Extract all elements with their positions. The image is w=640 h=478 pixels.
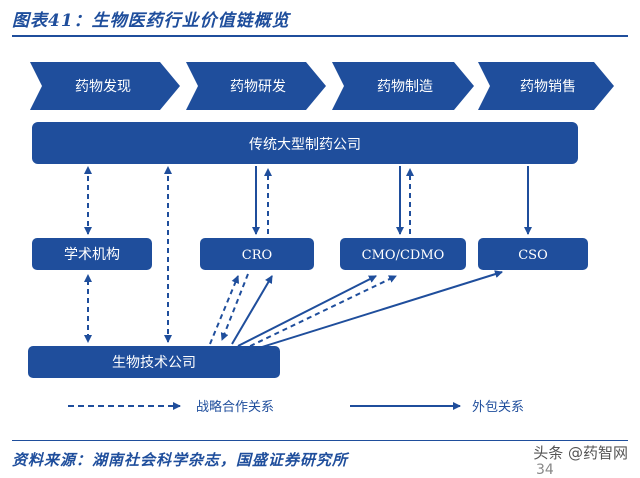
node-big-pharma-label: 传统大型制药公司	[249, 137, 361, 153]
edge-academia-biotech	[84, 274, 92, 343]
node-cro: CRO	[200, 238, 314, 270]
page-number: 34	[536, 462, 554, 478]
node-cmo-label: CMO/CDMO	[362, 248, 445, 263]
edge-pharma-academia	[84, 166, 92, 235]
legend-strategic-label: 战略合作关系	[196, 399, 274, 415]
stage-label-discovery: 药物发现	[75, 79, 131, 95]
edge-pharma-cmo	[396, 166, 414, 235]
stage-chevron-development: 药物研发	[186, 62, 326, 110]
stage-chevron-sales: 药物销售	[478, 62, 614, 110]
legend: 战略合作关系 外包关系	[68, 399, 524, 415]
edge-pharma-biotech	[164, 166, 172, 343]
node-cro-label: CRO	[242, 248, 272, 263]
node-cmo: CMO/CDMO	[340, 238, 466, 270]
stage-label-development: 药物研发	[230, 79, 286, 95]
stage-label-manufacturing: 药物制造	[377, 79, 433, 95]
stage-label-sales: 药物销售	[520, 79, 576, 95]
node-cso: CSO	[478, 238, 588, 270]
source-note: 资料来源：湖南社会科学杂志，国盛证券研究所	[12, 451, 349, 469]
stage-chevron-discovery: 药物发现	[30, 62, 180, 110]
node-biotech: 生物技术公司	[28, 346, 280, 378]
figure-title: 图表41：生物医药行业价值链概览	[12, 11, 290, 31]
node-academia: 学术机构	[32, 238, 152, 270]
node-big-pharma: 传统大型制药公司	[32, 122, 578, 164]
node-academia-label: 学术机构	[64, 247, 120, 263]
source-divider	[12, 440, 628, 441]
edge-biotech-cro-dashed	[209, 273, 249, 345]
node-biotech-label: 生物技术公司	[112, 355, 196, 371]
node-cso-label: CSO	[518, 248, 548, 263]
legend-outsourcing-label: 外包关系	[472, 400, 524, 415]
edge-biotech-outsourcing	[231, 270, 503, 353]
edge-pharma-cro	[252, 166, 272, 235]
watermark: 头条 @药智网	[531, 442, 630, 463]
stage-chevron-manufacturing: 药物制造	[332, 62, 474, 110]
title-divider	[12, 35, 628, 37]
